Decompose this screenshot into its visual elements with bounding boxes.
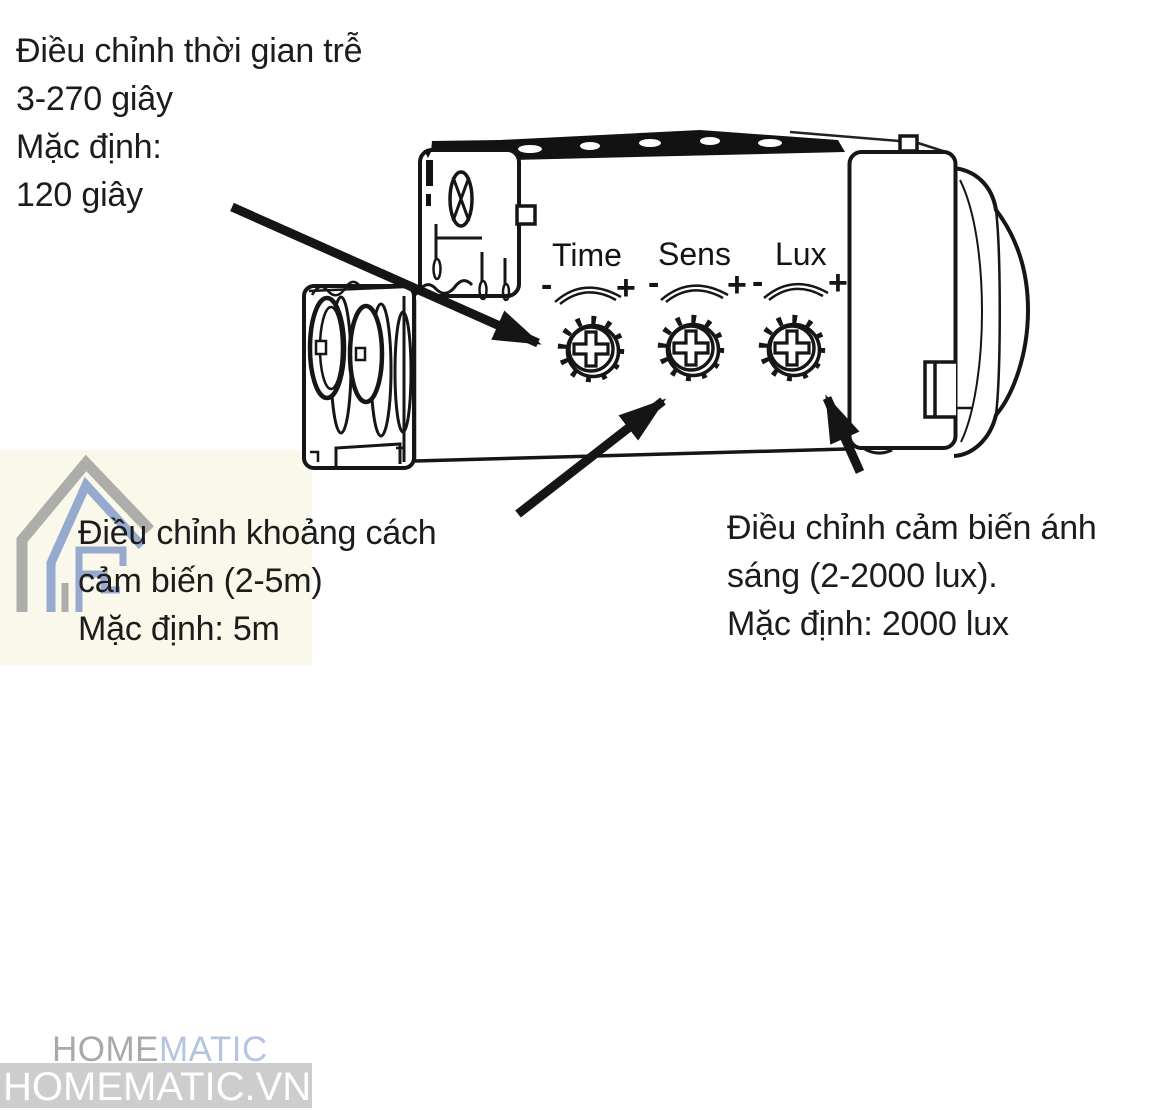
plus-sign-time: +	[616, 269, 636, 307]
knob-time	[557, 315, 625, 383]
annotation-line: Mặc định: 5m	[78, 610, 280, 648]
arrow-to-time-knob	[230, 202, 542, 348]
sensor-dome-lens	[952, 166, 1031, 458]
plus-sign-sens: +	[727, 266, 747, 304]
sensor-device-drawing: Time - + Sens - + Lux - +	[230, 130, 1031, 518]
annotation-line: 120 giây	[16, 176, 143, 214]
knob-scale-sens: Sens - +	[648, 236, 747, 304]
knob-label-lux: Lux	[775, 236, 827, 272]
house-icon	[16, 454, 154, 612]
minus-sign-sens: -	[648, 264, 659, 302]
annotation-line: Mặc định: 2000 lux	[727, 605, 1009, 643]
plus-sign-lux: +	[828, 264, 848, 302]
knob-lux	[758, 314, 826, 382]
knob-scale-lux: Lux - +	[752, 236, 848, 302]
minus-sign-lux: -	[752, 263, 763, 301]
annotation-line: sáng (2-2000 lux).	[727, 557, 998, 595]
watermark-footer-text: HOMEMATIC.VN	[3, 1065, 312, 1109]
arrow-to-sens-knob	[515, 397, 667, 518]
terminal-cover	[418, 148, 537, 302]
knob-sens	[657, 314, 725, 382]
annotation-line: cảm biến (2-5m)	[78, 562, 323, 600]
watermark-footer-band: HOMEMATIC.VN	[0, 1063, 312, 1109]
end-panel	[847, 150, 958, 455]
device-body	[412, 130, 947, 463]
annotation-line: Điều chỉnh khoảng cách	[78, 514, 437, 552]
sensor-adjustment-diagram: HOMEMATIC HOMEMATIC.VN	[0, 27, 1097, 1108]
annotation-time-delay: Điều chỉnh thời gian trễ 3-270 giây Mặc …	[16, 27, 363, 219]
knob-scale-time: Time - +	[541, 237, 636, 307]
annotation-line: Điều chỉnh cảm biến ánh	[727, 509, 1097, 547]
terminal-block	[302, 280, 416, 470]
annotation-light-sensor: Điều chỉnh cảm biến ánh sáng (2-2000 lux…	[727, 504, 1097, 648]
annotation-arrows	[230, 202, 865, 518]
annotation-sensor-distance: Điều chỉnh khoảng cách cảm biến (2-5m) M…	[78, 509, 437, 653]
annotation-line: Mặc định:	[16, 128, 162, 166]
minus-sign-time: -	[541, 266, 552, 304]
annotation-line: Điều chỉnh thời gian trễ	[16, 32, 363, 70]
knob-label-time: Time	[552, 237, 622, 273]
arrow-to-lux-knob	[822, 394, 865, 474]
knob-label-sens: Sens	[658, 236, 731, 272]
annotation-line: 3-270 giây	[16, 80, 173, 118]
